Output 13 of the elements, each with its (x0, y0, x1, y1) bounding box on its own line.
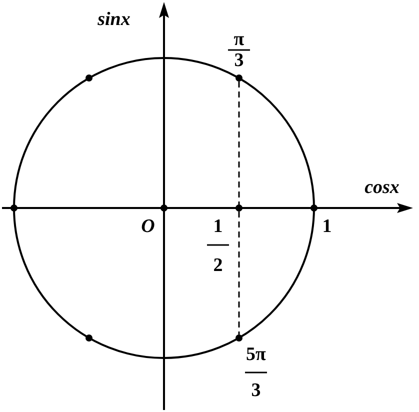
fraction-numerator: 5π (246, 345, 266, 365)
fraction-denominator: 3 (234, 51, 244, 71)
fraction-numerator: 1 (213, 217, 223, 237)
axis-label: sinx (98, 10, 130, 30)
point-dot (236, 334, 242, 342)
tick-label: 1 (322, 217, 332, 237)
origin-label: O (141, 217, 155, 237)
axis-label: cosx (364, 178, 400, 198)
dashed-line (238, 82, 240, 334)
fraction-numerator: π (234, 30, 244, 50)
fraction-denominator: 2 (213, 256, 223, 276)
fraction-denominator: 3 (251, 381, 261, 401)
point-dot (236, 74, 242, 82)
